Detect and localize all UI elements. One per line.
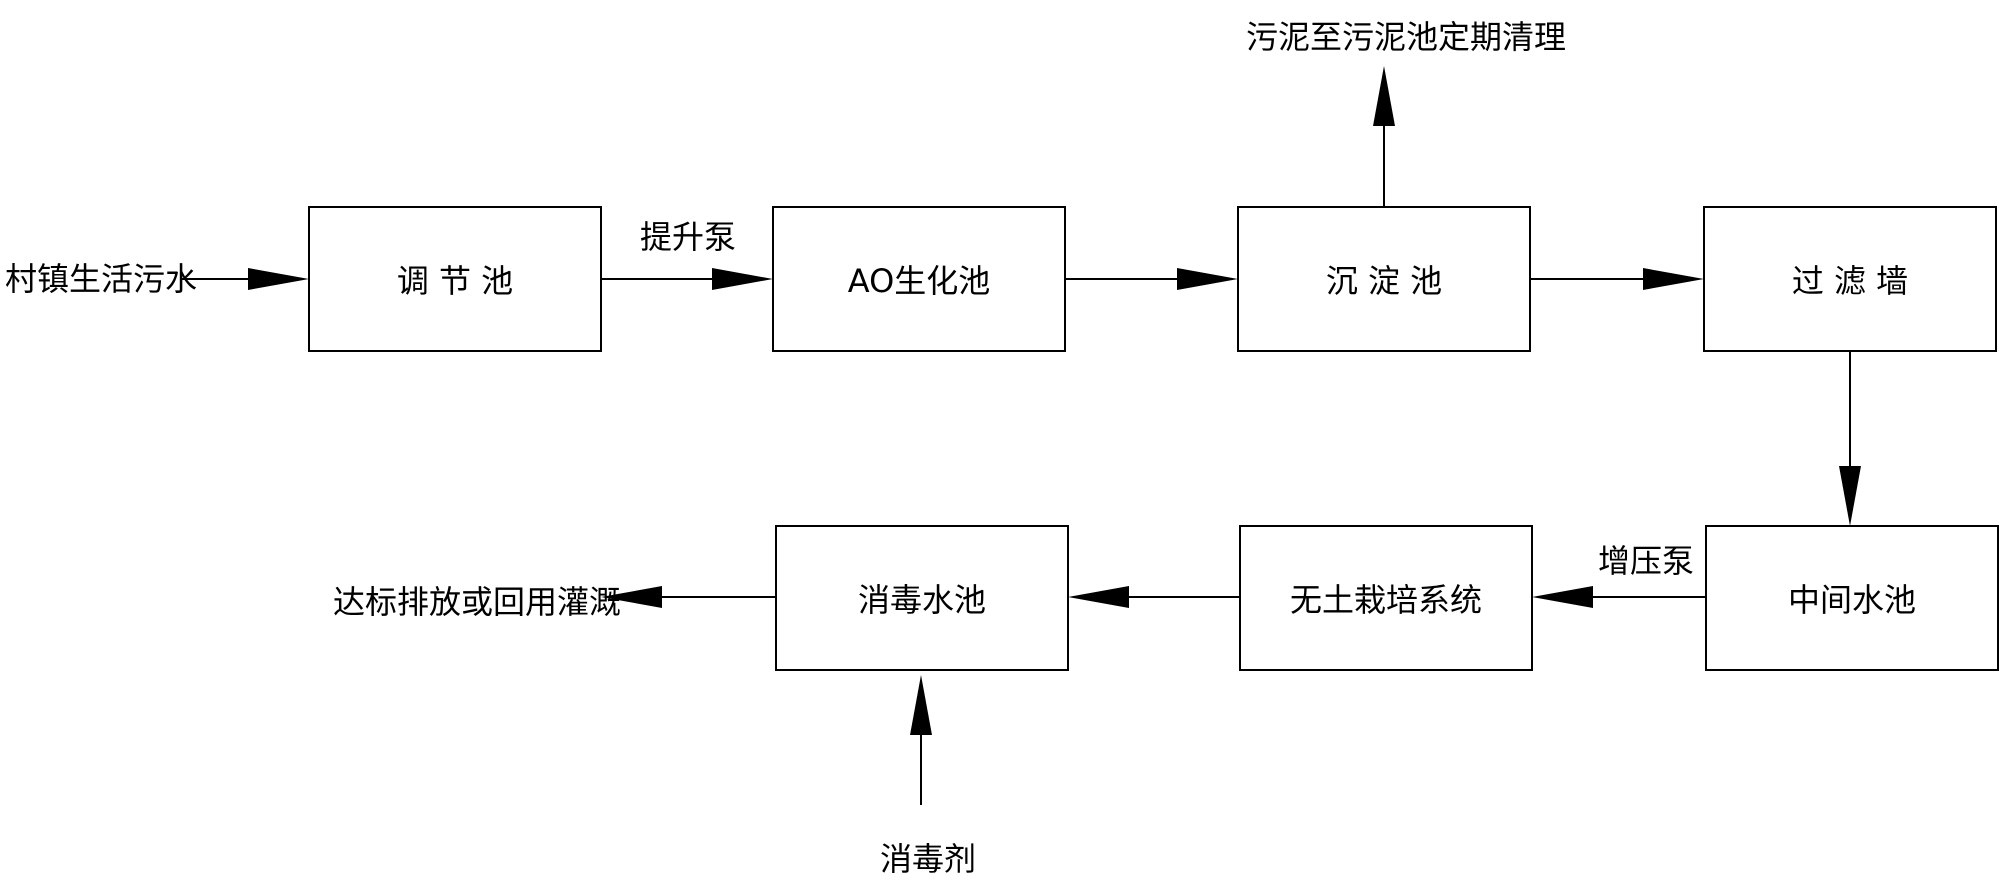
arrow-soilless-to-disinfection xyxy=(1068,586,1240,608)
arrow-intermediate-to-soilless xyxy=(1532,586,1706,608)
ao-tank-box xyxy=(772,206,1066,352)
lift-pump-label: 提升泵 xyxy=(640,218,736,256)
sedimentation-tank-node: 沉 淀 池 xyxy=(1237,206,1531,352)
inlet-label: 村镇生活污水 xyxy=(5,260,197,298)
arrowhead xyxy=(1643,268,1704,290)
filter-wall-label: 过 滤 墙 xyxy=(1792,262,1908,300)
arrowhead xyxy=(910,675,932,735)
arrowhead xyxy=(1373,66,1395,126)
intermediate-tank-box xyxy=(1705,525,1999,671)
arrow-disinfection-to-outlet xyxy=(601,586,776,608)
arrow-sedimentation-to-filter xyxy=(1530,268,1704,290)
sedimentation-tank-label: 沉 淀 池 xyxy=(1326,262,1442,300)
arrow-filter-to-intermediate xyxy=(1839,351,1861,526)
arrowhead xyxy=(1177,268,1238,290)
arrowhead xyxy=(1068,586,1129,608)
booster-pump-label: 增压泵 xyxy=(1598,542,1694,580)
arrowhead xyxy=(248,268,309,290)
sludge-label: 污泥至污泥池定期清理 xyxy=(1246,18,1566,56)
arrowhead xyxy=(1839,466,1861,526)
arrow-sludge-up xyxy=(1373,66,1395,207)
intermediate-tank-node: 中间水池 xyxy=(1705,525,1999,671)
arrowhead xyxy=(712,268,773,290)
disinfection-tank-node: 消毒水池 xyxy=(775,525,1069,671)
filter-wall-node: 过 滤 墙 xyxy=(1703,206,1997,352)
arrowhead xyxy=(1532,586,1593,608)
regulating-tank-label: 调 节 池 xyxy=(397,262,513,300)
soilless-system-box xyxy=(1239,525,1533,671)
arrow-inlet-to-regulating xyxy=(180,268,309,290)
disinfection-tank-label: 消毒水池 xyxy=(858,581,986,619)
arrow-disinfectant-up xyxy=(910,675,932,805)
disinfectant-label: 消毒剂 xyxy=(880,840,976,878)
ao-tank-label: AO生化池 xyxy=(848,262,991,300)
filter-wall-box xyxy=(1703,206,1997,352)
regulating-tank-node: 调 节 池 xyxy=(308,206,602,352)
arrowhead xyxy=(601,586,662,608)
intermediate-tank-label: 中间水池 xyxy=(1788,581,1916,619)
soilless-system-node: 无土栽培系统 xyxy=(1239,525,1533,671)
soilless-system-label: 无土栽培系统 xyxy=(1290,581,1482,619)
arrow-regulating-to-ao xyxy=(601,268,773,290)
ao-tank-node: AO生化池 xyxy=(772,206,1066,352)
outlet-label: 达标排放或回用灌溉 xyxy=(333,583,621,621)
arrow-ao-to-sedimentation xyxy=(1065,268,1238,290)
disinfection-tank-box xyxy=(775,525,1069,671)
regulating-tank-box xyxy=(308,206,602,352)
